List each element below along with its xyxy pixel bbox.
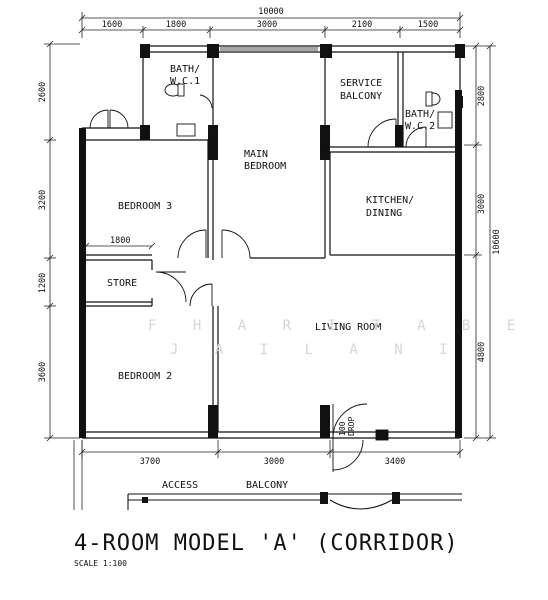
sanitary-fixtures — [164, 83, 453, 441]
dim-top-seg-5: 1500 — [418, 20, 438, 30]
dim-right-seg-1: 2800 — [477, 86, 487, 106]
top-dimensions — [78, 12, 464, 38]
service-balcony-label-b: BALCONY — [340, 91, 382, 102]
access-balcony-columns — [142, 492, 400, 504]
access-balcony — [127, 493, 462, 510]
left-dimensions — [44, 40, 80, 442]
main-bedroom-window — [220, 47, 318, 51]
dim-top-seg-4: 2100 — [352, 20, 372, 30]
dim-left-3: 1200 — [38, 273, 48, 293]
bedroom3-label: BEDROOM 3 — [118, 201, 172, 212]
bath2-label-b: W.C.2 — [405, 121, 435, 132]
door-drop-label-a: 100 — [338, 421, 347, 436]
main-bedroom-label-b: BEDROOM — [244, 161, 286, 172]
service-balcony-label-a: SERVICE — [340, 78, 382, 89]
dim-right-seg-3: 4800 — [477, 342, 487, 362]
store-dimension — [82, 242, 156, 250]
dim-bottom-1: 3700 — [140, 457, 160, 467]
plan-title: 4-ROOM MODEL 'A' (CORRIDOR) — [74, 531, 459, 556]
bath2-label-a: BATH/ — [405, 109, 435, 120]
access-balcony-label-right: BALCONY — [246, 480, 288, 491]
kitchen-label-b: DINING — [366, 208, 402, 219]
store-label: STORE — [107, 278, 137, 289]
plan-scale: SCALE 1:100 — [74, 559, 127, 568]
dim-left-2: 3200 — [38, 190, 48, 210]
bottom-dimensions — [73, 440, 464, 510]
bath1-label-a: BATH/ — [170, 64, 200, 75]
dim-bottom-3: 3400 — [385, 457, 405, 467]
dim-left-4: 3600 — [38, 362, 48, 382]
bath1-label-b: W.C.1 — [170, 76, 200, 87]
store-dimension-label: 1800 — [110, 236, 130, 246]
living-room-label: LIVING ROOM — [315, 322, 381, 333]
dim-right-seg-2: 3000 — [477, 194, 487, 214]
bedroom2-label: BEDROOM 2 — [118, 371, 172, 382]
main-bedroom-label-a: MAIN — [244, 149, 268, 160]
door-drop-label-b: DROP — [347, 417, 356, 436]
doors — [89, 94, 427, 472]
dim-top-seg-1: 1600 — [102, 20, 122, 30]
watermark-line-1: F H A R I T A B E — [148, 318, 529, 334]
kitchen-label-a: KITCHEN/ — [366, 195, 414, 206]
watermark-line-2: J A I L A N I — [170, 342, 462, 358]
dim-top-overall: 10000 — [258, 7, 284, 17]
dim-right-overall: 10600 — [492, 229, 502, 255]
dim-bottom-2: 3000 — [264, 457, 284, 467]
interior-walls — [82, 52, 460, 432]
dim-top-seg-3: 3000 — [257, 20, 277, 30]
dim-left-1: 2600 — [38, 82, 48, 102]
access-balcony-label-left: ACCESS — [162, 480, 198, 491]
dim-top-seg-2: 1800 — [166, 20, 186, 30]
right-dimensions — [464, 42, 496, 442]
